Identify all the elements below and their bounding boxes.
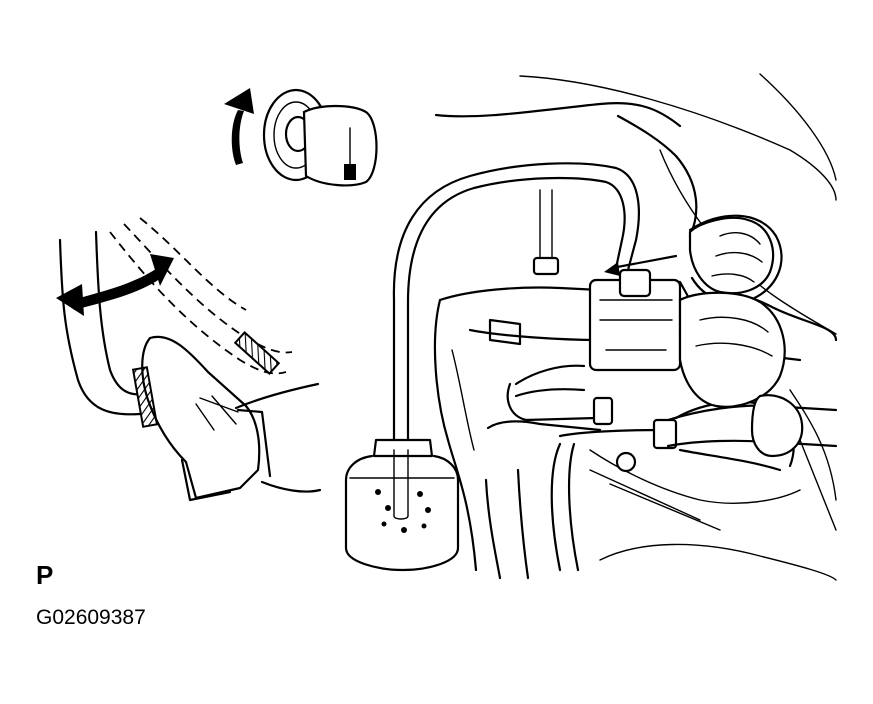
- catch-container: [344, 438, 460, 572]
- ignition-key-icon: [262, 88, 378, 187]
- figure-code: G02609387: [36, 606, 146, 629]
- brake-pedal-diagram: [58, 217, 322, 502]
- wrench-tool: [666, 394, 838, 458]
- shift-position-label: P: [36, 560, 54, 590]
- curved-arrow-up-icon: [224, 88, 254, 165]
- bleeder-hose: [392, 162, 640, 442]
- technician-hand: [678, 216, 786, 408]
- double-arrow-icon: [56, 254, 174, 316]
